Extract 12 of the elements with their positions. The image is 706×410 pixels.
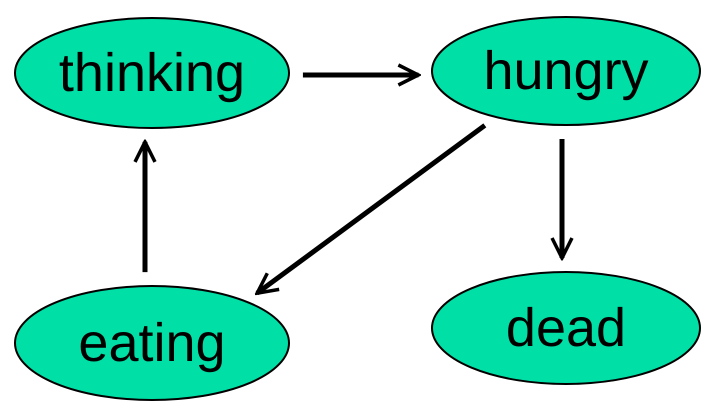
arrow [550, 138, 574, 260]
arrow [302, 63, 420, 87]
state-ellipse [430, 270, 702, 386]
state-label: hungry [483, 40, 649, 102]
state-ellipse [430, 15, 702, 127]
state-label: dead [506, 297, 626, 359]
arrow [255, 123, 486, 296]
arrow [133, 140, 157, 272]
state-label: thinking [58, 42, 246, 104]
state-label: eating [78, 312, 226, 374]
state-ellipse [13, 284, 291, 402]
state-ellipse [13, 16, 291, 130]
